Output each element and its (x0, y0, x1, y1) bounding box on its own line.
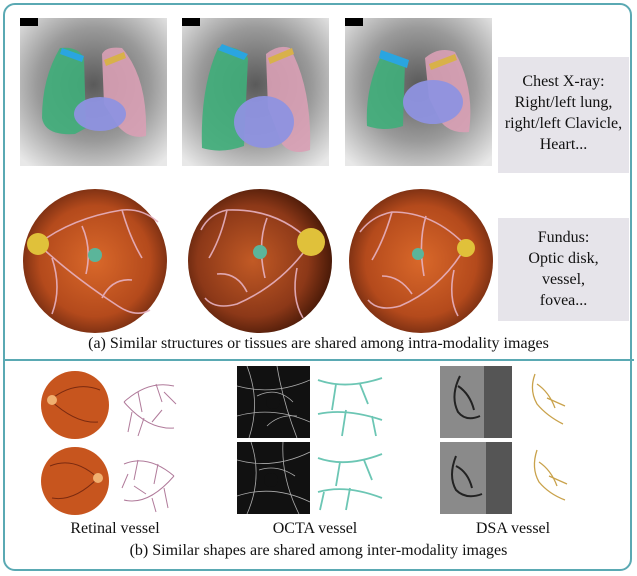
chest-xray-label-line-3: right/left Clavicle, (504, 115, 623, 132)
panel-b-caption: (b) Similar shapes are shared among inte… (129, 542, 508, 559)
retinal-fundus-thumb-2 (40, 446, 110, 516)
fundus-label-line-3: vessel, (541, 271, 586, 288)
fundus-label-line-2: Optic disk, (528, 250, 599, 267)
octa-vessel-mask-2 (316, 444, 384, 512)
fundus-image-2 (187, 188, 333, 334)
fundus-label-line-1: Fundus: (537, 229, 590, 246)
chest-xray-label-line-4: Heart... (539, 136, 588, 153)
dsa-image-1 (440, 366, 512, 438)
octa-image-2 (237, 442, 310, 514)
dsa-image-2 (440, 442, 512, 514)
chest-xray-label-box: Chest X-ray: Right/left lung, right/left… (498, 57, 629, 173)
retinal-vessel-label: Retinal vessel (70, 520, 160, 537)
octa-vessel-label: OCTA vessel (272, 520, 358, 537)
chest-xray-label-line-2: Right/left lung, (514, 94, 613, 111)
fundus-label-line-4: fovea... (539, 292, 588, 309)
retinal-vessel-mask-2 (118, 448, 180, 514)
dsa-vessel-mask-2 (527, 446, 571, 510)
dsa-vessel-mask-1 (527, 370, 571, 434)
fundus-label-box: Fundus: Optic disk, vessel, fovea... (498, 218, 629, 321)
retinal-vessel-mask-1 (118, 372, 180, 440)
dsa-vessel-label: DSA vessel (475, 520, 551, 537)
chest-xray-label-line-1: Chest X-ray: (522, 73, 605, 90)
chest-xray-image-2 (182, 18, 329, 166)
retinal-fundus-thumb-1 (40, 370, 110, 440)
fundus-image-1 (22, 188, 168, 334)
chest-xray-image-1 (20, 18, 167, 166)
fundus-image-3 (348, 188, 494, 334)
panel-a-caption: (a) Similar structures or tissues are sh… (88, 335, 549, 352)
figure-frame (3, 3, 632, 571)
octa-image-1 (237, 366, 310, 438)
octa-vessel-mask-1 (316, 370, 384, 438)
panel-divider (3, 359, 634, 361)
chest-xray-image-3 (345, 18, 492, 166)
